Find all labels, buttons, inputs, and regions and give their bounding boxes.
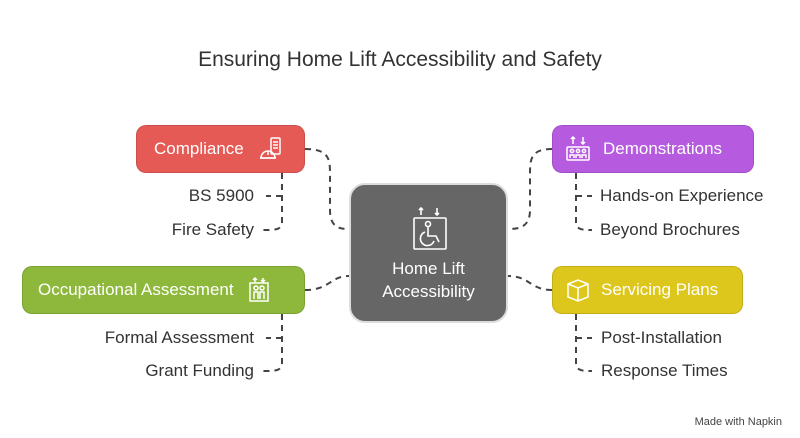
diagram-title: Ensuring Home Lift Accessibility and Saf… [198, 48, 602, 71]
item-beyond-brochures: Beyond Brochures [600, 220, 740, 239]
central-topic[interactable]: Home Lift Accessibility [349, 183, 508, 323]
connector-compliance-items [262, 173, 283, 231]
wheelchair-lift-icon [412, 206, 448, 256]
branch-demonstrations[interactable]: Demonstrations [552, 125, 754, 173]
item-grant-funding: Grant Funding [145, 361, 254, 380]
branch-compliance[interactable]: Compliance [136, 125, 305, 173]
central-topic-line2: Accessibility [382, 282, 475, 301]
item-fire-safety: Fire Safety [171, 220, 254, 239]
item-bs-5900: BS 5900 [188, 186, 254, 205]
connector-servicing [507, 275, 553, 291]
connector-occupational-items [262, 314, 283, 372]
connector-servicing-items [575, 314, 593, 372]
item-post-installation: Post-Installation [601, 328, 722, 347]
connector-occupational [304, 275, 350, 291]
branch-occupational-assessment[interactable]: Occupational Assessment [22, 266, 305, 314]
item-hands-on-experience: Hands-on Experience [600, 186, 764, 205]
central-topic-line1: Home Lift [392, 259, 465, 278]
item-response-times: Response Times [601, 361, 728, 380]
napkin-watermark: Made with Napkin [694, 416, 782, 428]
connector-compliance [304, 148, 350, 230]
connector-demonstrations-items [575, 173, 593, 231]
elevator-people-icon [246, 277, 272, 303]
connector-demonstrations [507, 148, 553, 230]
hard-hat-building-icon [258, 136, 284, 162]
branch-servicing-plans[interactable]: Servicing Plans [552, 266, 743, 314]
lift-group-icon [565, 136, 591, 162]
item-formal-assessment: Formal Assessment [104, 328, 254, 347]
box-icon [565, 277, 591, 303]
